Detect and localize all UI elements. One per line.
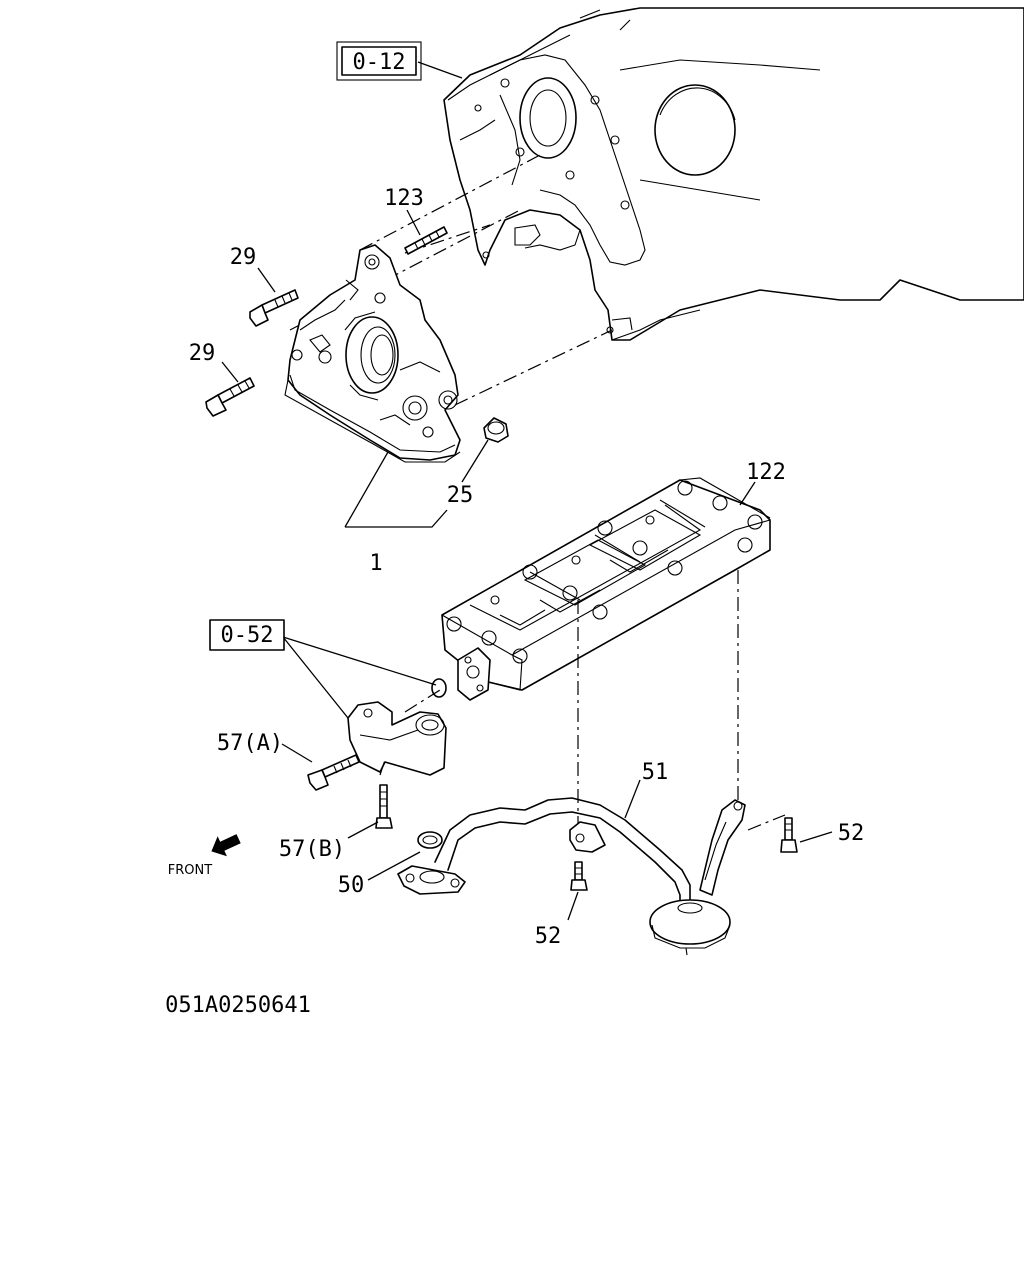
bolt-57b	[375, 784, 393, 829]
ref-box-block[interactable]: 0-12	[336, 41, 422, 81]
leader-lines	[221, 61, 833, 921]
part-label-57a: 57(A)	[217, 731, 283, 756]
bolt-29-upper	[249, 289, 299, 327]
gasket-50	[417, 831, 443, 849]
diagram-code: 051A0250641	[165, 993, 311, 1018]
strainer-pipe-51	[397, 797, 746, 956]
alignment-lines-pipe	[379, 570, 786, 831]
part-label-57b: 57(B)	[279, 837, 345, 862]
front-indicator: FRONT	[168, 834, 241, 878]
part-label-51: 51	[642, 760, 669, 785]
ref-box-pipe[interactable]: 0-52	[209, 619, 285, 651]
part-label-29-lower: 29	[189, 341, 216, 366]
front-label: FRONT	[168, 863, 212, 878]
part-label-123: 123	[384, 186, 424, 211]
stud-123	[404, 226, 448, 255]
plug-25	[483, 417, 509, 443]
part-label-25: 25	[447, 483, 474, 508]
oil-pipe-connector	[347, 678, 447, 776]
bolt-52-right	[780, 817, 798, 853]
bolt-57a	[307, 754, 360, 791]
ref-label-block: 0-12	[353, 50, 406, 75]
oil-pump	[284, 244, 461, 463]
part-label-1: 1	[369, 551, 382, 576]
part-label-52-lower: 52	[535, 924, 562, 949]
part-label-122: 122	[746, 460, 786, 485]
part-label-50: 50	[338, 873, 365, 898]
bolt-52-lower	[570, 861, 588, 891]
ref-label-pipe: 0-52	[221, 623, 274, 648]
part-label-29-upper: 29	[230, 245, 257, 270]
front-arrow-icon	[211, 834, 241, 857]
beam-122	[441, 477, 771, 701]
alignment-lines-block	[289, 154, 613, 406]
part-label-52-right: 52	[838, 821, 865, 846]
engine-block	[443, 7, 1024, 341]
bolt-29-lower	[205, 377, 255, 417]
